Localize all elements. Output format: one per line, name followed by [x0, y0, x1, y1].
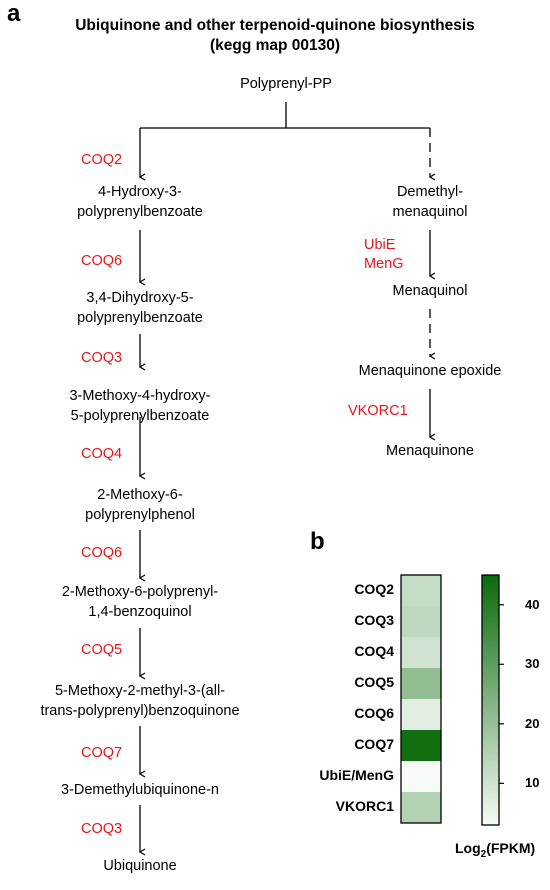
- compound-left-6: 5-Methoxy-2-methyl-3-(all- trans-polypre…: [20, 681, 260, 721]
- heatmap-cell-vkorc1: [401, 792, 441, 823]
- compound-right-3: Menaquinone epoxide: [330, 361, 530, 381]
- compound-left-7-line1: 3-Demethylubiquinone-n: [61, 782, 219, 798]
- compound-left-2-line1: 3,4-Dihydroxy-5-: [86, 290, 194, 306]
- enzyme-left-1: COQ2: [81, 152, 123, 168]
- compound-right-2: Menaquinol: [345, 281, 515, 301]
- diagram-title-line2: (kegg map 00130): [209, 37, 341, 54]
- colorbar-ticks: 10 20 30 40: [500, 570, 550, 832]
- compound-left-3: 3-Methoxy-4-hydroxy- 5-polyprenylbenzoat…: [30, 386, 250, 426]
- compound-polyprenyl-pp: Polyprenyl-PP: [240, 76, 332, 92]
- enzyme-left-6: COQ5: [81, 642, 123, 658]
- colorbar-title-rest: (FPKM): [486, 840, 536, 856]
- enzyme-left-8: COQ3: [81, 821, 123, 837]
- heatmap-row-label: VKORC1: [335, 798, 394, 814]
- compound-left-3-line1: 3-Methoxy-4-hydroxy-: [69, 388, 211, 404]
- colorbar-title-sub: 2: [480, 848, 487, 860]
- heatmap-row-label: UbiE/MenG: [319, 767, 394, 783]
- compound-right-2-line1: Menaquinol: [392, 283, 468, 299]
- heatmap-cell-coq2: [401, 575, 441, 606]
- enzyme-right-2-line1: UbiE: [364, 237, 396, 253]
- heatmap-cell-coq5: [401, 668, 441, 699]
- compound-right-1: Demethyl- menaquinol: [345, 182, 515, 222]
- colorbar-tick-label: 10: [525, 775, 540, 791]
- compound-right-1-line2: menaquinol: [392, 204, 468, 220]
- colorbar-title-main: Log: [455, 840, 481, 856]
- colorbar-tick-label: 30: [525, 656, 540, 672]
- compound-right-3-line1: Menaquinone epoxide: [358, 363, 502, 379]
- compound-left-7: 3-Demethylubiquinone-n: [30, 780, 250, 800]
- heatmap-cell-ubie-meng: [401, 761, 441, 792]
- heatmap-row-label: COQ5: [354, 674, 394, 690]
- compound-left-1-line1: 4-Hydroxy-3-: [98, 184, 182, 200]
- heatmap-row-label: COQ2: [354, 581, 394, 597]
- enzyme-right-2-line2: MenG: [364, 256, 404, 272]
- compound-right-4-line1: Menaquinone: [386, 443, 474, 459]
- compound-left-4-line2: polyprenylphenol: [85, 507, 195, 523]
- compound-left-4-line1: 2-Methoxy-6-: [97, 487, 183, 503]
- compound-left-1: 4-Hydroxy-3- polyprenylbenzoate: [30, 182, 250, 222]
- enzyme-left-7: COQ7: [81, 745, 123, 761]
- panel-a-letter: a: [7, 0, 21, 27]
- heatmap-row-label: COQ4: [354, 643, 394, 659]
- compound-right-1-line1: Demethyl-: [396, 184, 464, 200]
- enzyme-right-2: UbiE MenG: [364, 236, 404, 274]
- compound-left-8: Ubiquinone: [30, 856, 250, 876]
- compound-left-5-line2: 1,4-benzoquinol: [88, 604, 192, 620]
- compound-left-5-line1: 2-Methoxy-6-polyprenyl-: [61, 584, 219, 600]
- colorbar-gradient: [481, 574, 500, 826]
- enzyme-right-4: VKORC1: [348, 403, 408, 419]
- colorbar-tick-label: 20: [525, 715, 540, 731]
- heatmap-row-label: COQ7: [354, 736, 394, 752]
- heatmap-row-label: COQ3: [354, 612, 394, 628]
- enzyme-left-5: COQ6: [81, 545, 123, 561]
- compound-left-2-line2: polyprenylbenzoate: [77, 310, 203, 326]
- heatmap-row-label: COQ6: [354, 705, 394, 721]
- compound-left-4: 2-Methoxy-6- polyprenylphenol: [30, 485, 250, 525]
- compound-left-5: 2-Methoxy-6-polyprenyl- 1,4-benzoquinol: [30, 582, 250, 622]
- colorbar-tick-label: 40: [525, 596, 540, 612]
- enzyme-left-3: COQ3: [81, 350, 123, 366]
- compound-left-2: 3,4-Dihydroxy-5- polyprenylbenzoate: [30, 288, 250, 328]
- enzyme-left-2: COQ6: [81, 253, 123, 269]
- colorbar: [481, 574, 504, 826]
- diagram-title-line1: Ubiquinone and other terpenoid-quinone b…: [75, 17, 475, 34]
- colorbar-title: Log2(FPKM): [455, 840, 535, 860]
- heatmap-cell-coq3: [401, 606, 441, 637]
- compound-left-3-line2: 5-polyprenylbenzoate: [70, 408, 210, 424]
- compound-left-1-line2: polyprenylbenzoate: [77, 204, 203, 220]
- compound-right-4: Menaquinone: [345, 441, 515, 461]
- heatmap-frame: [400, 574, 442, 824]
- compound-left-6-line1: 5-Methoxy-2-methyl-3-(all-: [54, 683, 225, 699]
- heatmap-cell-coq7: [401, 730, 441, 761]
- compound-left-6-line2: trans-polyprenyl)benzoquinone: [40, 703, 240, 719]
- panel-b-letter: b: [310, 528, 325, 555]
- compound-left-8-line1: Ubiquinone: [103, 858, 177, 874]
- heatmap-cell-coq6: [401, 699, 441, 730]
- enzyme-left-4: COQ4: [81, 446, 123, 462]
- heatmap-cell-coq4: [401, 637, 441, 668]
- diagram-title: Ubiquinone and other terpenoid-quinone b…: [0, 16, 550, 56]
- heatmap: [400, 574, 442, 824]
